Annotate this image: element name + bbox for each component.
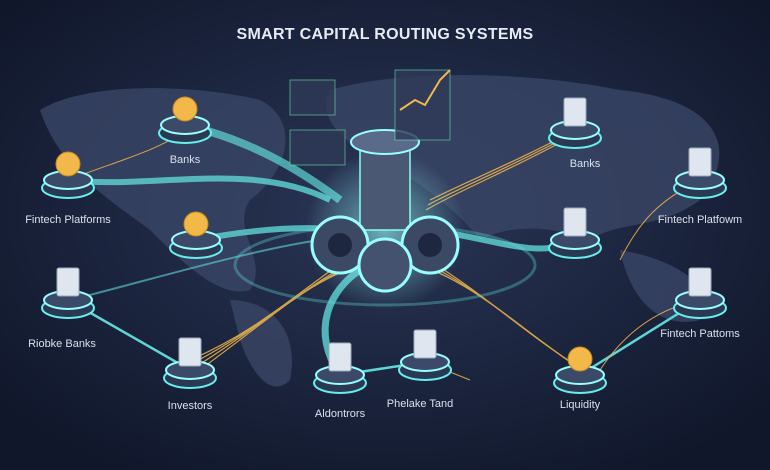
- dashboard-panels: [289, 69, 451, 166]
- pedestal-beacon-icon: [398, 329, 452, 381]
- pedestal-device-icon: [673, 147, 727, 199]
- node-label-fintech-platforms-left: Fintech Platforms: [25, 214, 111, 226]
- pedestal-building-icon: [548, 207, 602, 259]
- pedestal-stack-icon: [313, 342, 367, 394]
- pedestal-coin-icon: [41, 151, 95, 199]
- node-label-fintech-pattoms: Fintech Pattoms: [660, 328, 740, 340]
- node-pedestals: [41, 96, 727, 394]
- pedestal-document-icon: [163, 337, 217, 389]
- pedestal-server-icon: [548, 97, 602, 149]
- node-label-banks-left: Banks: [169, 154, 201, 166]
- node-label-phelake-tand: Phelake Tand: [386, 398, 454, 410]
- pedestal-coins-icon: [158, 96, 212, 144]
- node-label-aldontrors: Aldontrors: [314, 408, 366, 420]
- node-label-liquidity: Liquidity: [559, 399, 601, 411]
- pedestal-device-icon: [41, 267, 95, 319]
- node-label-riobke-banks: Riobke Banks: [28, 338, 96, 350]
- pedestal-coin-icon: [553, 346, 607, 394]
- node-label-investors: Investors: [167, 400, 213, 412]
- pedestal-coin-icon: [169, 211, 223, 259]
- page-title: SMART CAPITAL ROUTING SYSTEMS: [236, 26, 534, 43]
- pedestal-document-icon: [673, 267, 727, 319]
- node-label-banks-right: Banks: [569, 158, 601, 170]
- node-label-fintech-platfowm: Fintech Platfowm: [657, 214, 743, 226]
